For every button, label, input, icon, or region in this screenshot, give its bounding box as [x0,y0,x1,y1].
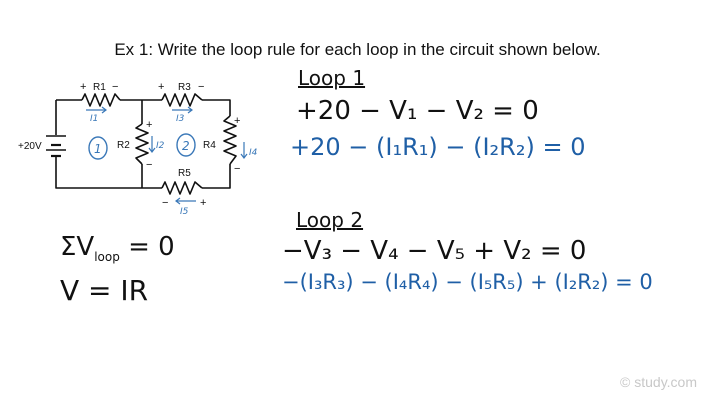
svg-text:+: + [146,119,152,131]
resistor-r5-icon [161,181,203,195]
circuit-wire [55,99,231,189]
resistor-label: R5 [178,168,191,179]
svg-text:2: 2 [182,139,190,153]
source-label: +20V [18,141,42,152]
resistor-label: R3 [178,82,191,93]
loop-1-expanded-equation: +20 − (I₁R₁) − (I₂R₂) = 0 [290,133,586,161]
resistor-r1-icon [81,93,121,107]
resistor-r4-icon [223,115,237,165]
current-i1-annotation: I1 [86,106,107,124]
svg-text:I5: I5 [180,207,189,217]
svg-text:−: − [146,159,152,171]
current-i5-annotation: I5 [175,197,196,217]
battery-icon [46,135,66,158]
watermark: © study.com [620,374,697,390]
loop-1-equation: +20 − V₁ − V₂ = 0 [296,96,539,126]
loop-2-marker: 2 [176,133,196,157]
svg-text:−: − [234,163,240,175]
resistor-label: R1 [93,82,106,93]
svg-text:+: + [234,115,240,127]
current-i3-annotation: I3 [172,106,193,124]
loop-1-marker: 1 [88,136,108,160]
loop-2-heading: Loop 2 [296,208,364,232]
loop-2-equation: −V₃ − V₄ − V₅ + V₂ = 0 [282,236,587,266]
svg-text:I1: I1 [90,114,98,124]
resistor-r3-icon [161,93,203,107]
resistor-label: R2 [117,140,130,151]
current-i2-annotation: I2 [148,136,165,153]
svg-text:I2: I2 [156,141,165,151]
resistor-r2-icon [135,123,149,165]
svg-text:−: − [162,197,168,209]
loop-1-heading: Loop 1 [298,66,366,90]
svg-text:I3: I3 [176,114,185,124]
loop-2-expanded-equation: −(I₃R₃) − (I₄R₄) − (I₅R₅) + (I₂R₂) = 0 [282,270,653,294]
ohms-law: V = IR [60,274,149,307]
svg-text:+: + [200,197,206,209]
sum-rule: ΣVloop = 0 [60,232,175,265]
resistor-label: R4 [203,140,216,151]
svg-text:1: 1 [94,142,102,156]
polarity-minus: − [112,81,118,93]
svg-text:+: + [158,81,164,93]
current-i4-annotation: I4 [240,142,258,159]
svg-text:I4: I4 [249,148,258,158]
problem-title: Ex 1: Write the loop rule for each loop … [114,40,601,59]
polarity-plus: + [80,81,86,93]
svg-text:−: − [198,81,204,93]
